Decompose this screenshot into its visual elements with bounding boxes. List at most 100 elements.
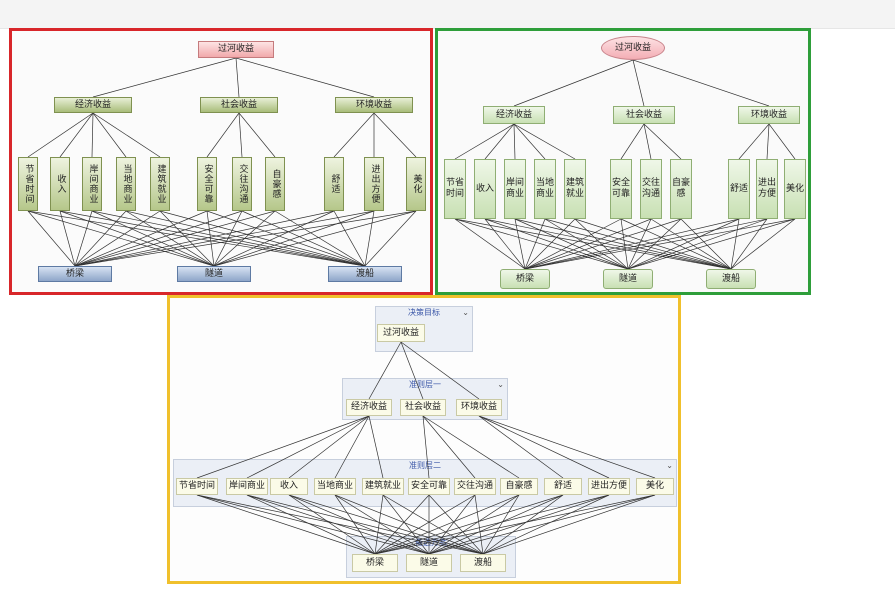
alternative-connector-line [27, 210, 366, 267]
alternative-connector-line [74, 210, 93, 267]
criterion-connector-line [484, 123, 515, 160]
alternative-connector-line [428, 494, 520, 555]
green-sub-beautify-label: 美化 [786, 183, 805, 194]
yellow-sub-access: 进出方便 [588, 478, 630, 495]
yellow-goal-node: 过河收益 [377, 324, 425, 342]
alternative-connector-line [374, 494, 656, 555]
green-criterion-social: 社会收益 [613, 106, 675, 124]
alternative-connector-line [74, 210, 243, 267]
alternative-connector-line [74, 210, 208, 267]
green-sub-communication: 交往沟通 [640, 159, 662, 219]
alternative-connector-line [482, 494, 656, 555]
alternative-connector-line [206, 210, 366, 267]
goal-connector-line [513, 59, 634, 107]
alternative-connector-line [627, 218, 768, 270]
alternative-connector-line [213, 210, 417, 267]
red-criterion-economic: 经济收益 [54, 97, 132, 113]
red-sub-safety: 安全可靠 [197, 157, 217, 211]
goal-connector-line [400, 341, 424, 400]
alternative-connector-line [334, 494, 430, 555]
alternative-connector-line [374, 494, 430, 555]
red-sub-local-commerce: 当地商业 [116, 157, 136, 211]
alternative-connector-line [59, 210, 76, 267]
goal-connector-line [235, 57, 375, 98]
red-criterion-environment: 环境收益 [335, 97, 413, 113]
green-sub-pride: 自豪感 [670, 159, 692, 219]
level1-group-title: 准则层一 [409, 380, 441, 389]
criterion-connector-line [478, 415, 656, 479]
green-sub-construction-jobs-label: 建筑就业 [566, 178, 585, 199]
yellow-sub-income: 收入 [270, 478, 308, 495]
criterion-connector-line [27, 112, 94, 158]
yellow-sub-cross-commerce: 岸间商业 [226, 478, 268, 495]
top-bar [0, 0, 895, 29]
red-alternative-bridge: 桥梁 [38, 266, 112, 282]
yellow-criterion-social: 社会收益 [400, 399, 446, 416]
green-sub-access-label: 进出方便 [758, 178, 777, 199]
criterion-connector-line [766, 123, 770, 160]
alternative-connector-line [627, 218, 740, 270]
chevron-down-icon[interactable]: ⌄ [666, 461, 673, 470]
alternative-connector-line [27, 210, 215, 267]
criterion-connector-line [92, 112, 127, 158]
alternative-connector-line [374, 494, 610, 555]
alternative-connector-line [125, 210, 215, 267]
alternative-connector-line [484, 218, 629, 270]
green-sub-time-saving: 节省时间 [444, 159, 466, 219]
alternative-connector-line [382, 494, 430, 555]
level2-group-title: 准则层二 [409, 461, 441, 470]
criterion-connector-line [478, 415, 564, 479]
green-sub-pride-label: 自豪感 [672, 178, 691, 199]
alternative-connector-line [91, 210, 366, 267]
red-connector-lines [27, 57, 417, 267]
chevron-down-icon[interactable]: ⌄ [497, 380, 504, 389]
yellow-sub-communication: 交往沟通 [454, 478, 496, 495]
alternative-connector-line [544, 218, 629, 270]
red-sub-income: 收入 [50, 157, 70, 211]
criterion-connector-line [643, 123, 682, 160]
alternative-connector-line [428, 494, 484, 555]
alternative-connector-line [627, 218, 682, 270]
alternative-connector-line [524, 218, 652, 270]
alternative-connector-line [213, 210, 335, 267]
goal-connector-line [235, 57, 240, 98]
alternative-connector-line [627, 218, 796, 270]
chevron-down-icon[interactable]: ⌄ [462, 308, 469, 317]
red-goal-node: 过河收益 [198, 41, 274, 58]
green-sub-cross-commerce: 岸间商业 [504, 159, 526, 219]
alternative-connector-line [246, 494, 376, 555]
alternative-connector-line [27, 210, 76, 267]
green-sub-income-label: 收入 [476, 183, 495, 194]
alternative-connector-line [288, 494, 430, 555]
alternative-connector-line [524, 218, 768, 270]
criterion-connector-line [368, 415, 384, 479]
criterion-connector-line [738, 123, 770, 160]
green-criterion-economic: 经济收益 [483, 106, 545, 124]
green-sub-time-saving-label: 节省时间 [446, 178, 465, 199]
alternative-connector-line [484, 218, 732, 270]
goal-connector-line [400, 341, 480, 400]
red-sub-access: 进出方便 [364, 157, 384, 211]
goal-connector-line [632, 59, 770, 107]
criterion-connector-line [206, 112, 240, 158]
green-sub-safety-label: 安全可靠 [612, 178, 631, 199]
red-criterion-social: 社会收益 [200, 97, 278, 113]
goal-group-title: 决策目标 [408, 308, 440, 317]
criterion-connector-line [238, 112, 243, 158]
red-sub-pride: 自豪感 [265, 157, 285, 211]
alternative-connector-line [574, 218, 732, 270]
alternative-connector-line [125, 210, 366, 267]
yellow-alternative-tunnel: 隧道 [406, 554, 452, 572]
criterion-connector-line [246, 415, 370, 479]
yellow-sub-comfort: 舒适 [544, 478, 582, 495]
green-sub-safety: 安全可靠 [610, 159, 632, 219]
alternative-connector-line [196, 494, 376, 555]
alternative-connector-line [333, 210, 366, 267]
criterion-connector-line [334, 415, 370, 479]
alternative-connector-line [524, 218, 740, 270]
criterion-connector-line [513, 123, 576, 160]
alternative-connector-line [574, 218, 629, 270]
alternative-connector-line [159, 210, 215, 267]
alternative-connector-line [524, 218, 796, 270]
alternative-connector-line [650, 218, 732, 270]
